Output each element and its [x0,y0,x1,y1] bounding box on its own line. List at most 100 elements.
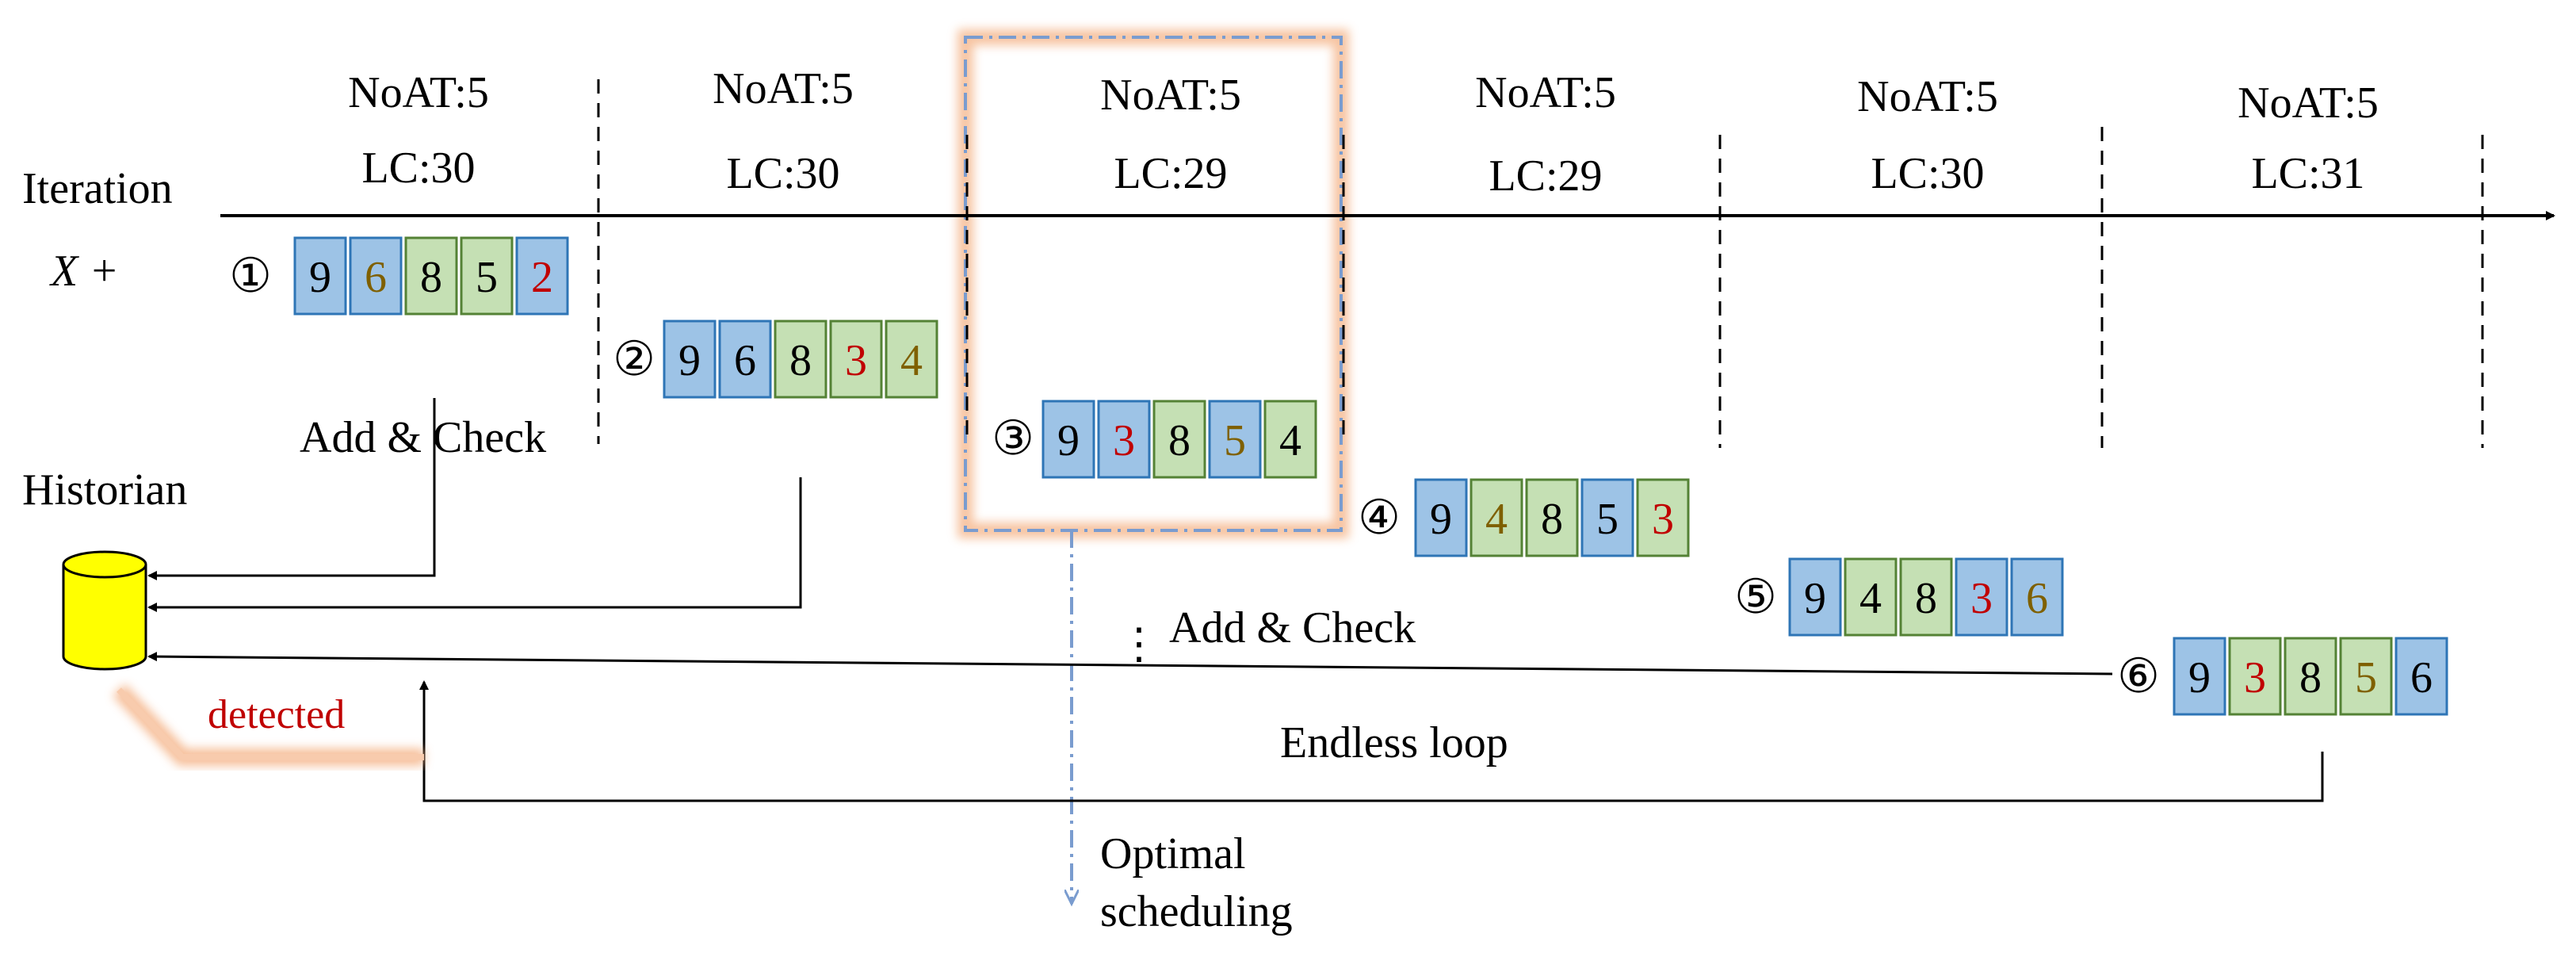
column-noat-label: NoAT:5 [713,64,854,113]
historian-database-icon [62,550,147,671]
schedule-cell [1788,557,1842,637]
column-lc-label: LC:30 [361,144,475,193]
schedule-cell [1636,478,1690,557]
schedule-cell-value: 2 [531,253,553,302]
schedule-cell [404,236,458,316]
arrow-from-schedule-2 [147,477,802,612]
schedule-cell [829,320,883,399]
schedule-cell [515,236,569,316]
schedule-cell-value: 5 [1224,416,1246,465]
optimal-highlight [957,29,1349,538]
column-lc-label: LC:29 [1114,149,1227,198]
iteration-label: Iteration [22,164,173,213]
arrow-from-schedule-6 [147,652,2113,676]
schedule-cell-value: 8 [1915,574,1937,623]
schedule-cell [1414,478,1468,557]
schedule-cell [1844,557,1898,637]
schedule-cell [1208,400,1262,479]
schedule-cell [1525,478,1579,557]
schedule-cell-value: 9 [309,253,331,302]
schedule-cell-value: 5 [2355,653,2377,702]
schedule-cell [2228,637,2282,716]
endless-loop-arrow [419,680,2324,802]
schedule-cell [1470,478,1523,557]
schedule-cell-value: 6 [734,336,756,385]
schedule-cell [1152,400,1206,479]
schedule-cell [349,236,403,316]
schedule-cell-value: 9 [678,336,701,385]
schedule-cell [1955,557,2008,637]
schedule-cell [1097,400,1151,479]
schedule-cell-value: 5 [476,253,498,302]
schedule-cell-value: 8 [789,336,812,385]
column-noat-label: NoAT:5 [1475,68,1616,117]
schedule-cell-value: 6 [365,253,387,302]
schedule-cell-value: 8 [1541,495,1563,544]
optimal-label-line2: scheduling [1100,887,1293,936]
schedule-cell [2173,637,2226,716]
add-check-top-label: Add & Check [300,413,546,462]
schedule-cell [293,236,347,316]
schedule-marker: ⑥ [2117,650,2160,702]
schedule-cell [1041,400,1095,479]
schedule-cell-value: 3 [1970,574,1993,623]
column-noat-label: NoAT:5 [1857,72,1998,121]
ellipsis-icon: ⋮ [1118,620,1160,668]
endless-loop-label: Endless loop [1280,718,1508,767]
schedule-cell [1899,557,1953,637]
schedule-cell-value: 4 [1485,495,1508,544]
schedule-cell [774,320,827,399]
schedule-cell-value: 3 [1652,495,1674,544]
schedule-marker: ③ [992,412,1034,465]
historian-arrows [147,398,2324,802]
schedule-cell [2394,637,2448,716]
schedule-marker: ① [229,250,272,302]
arrow-from-schedule-1 [147,398,436,580]
column-noat-label: NoAT:5 [1100,71,1241,120]
schedule-cell-value: 4 [900,336,923,385]
schedule-marker: ② [613,333,655,385]
detected-highlight [112,683,424,766]
schedule-cell-value: 3 [845,336,867,385]
schedule-cell-value: 6 [2410,653,2433,702]
schedule-cell [1263,400,1317,479]
schedule-cell [885,320,938,399]
schedule-cell [2339,637,2393,716]
schedule-cell [663,320,717,399]
column-headers: NoAT:5LC:30 NoAT:5LC:30 NoAT:5LC:29 NoAT:5L… [348,64,2379,201]
column-lc-label: LC:30 [1871,149,1984,198]
column-lc-label: LC:31 [2251,149,2364,198]
schedule-cell [460,236,514,316]
schedule-cell [718,320,772,399]
column-noat-label: NoAT:5 [348,68,489,117]
historian-label: Historian [22,465,187,515]
schedule-cell-value: 3 [1113,416,1135,465]
schedule-cell-value: 9 [1057,416,1080,465]
schedule-cell [2010,557,2064,637]
detected-label: detected [208,692,345,737]
column-noat-label: NoAT:5 [2238,78,2379,128]
schedule-cell-value: 3 [2244,653,2266,702]
schedule-cell-value: 6 [2026,574,2048,623]
schedule-cell-value: 5 [1596,495,1619,544]
schedule-cell-value: 9 [1430,495,1452,544]
schedule-marker: ⑤ [1734,571,1777,623]
schedule-cell-value: 4 [1859,574,1882,623]
schedule-cell [1580,478,1634,557]
add-check-mid-label: Add & Check [1169,603,1416,653]
schedule-cell-value: 8 [1168,416,1191,465]
schedule-cell-value: 9 [1804,574,1826,623]
schedule-cell-value: 9 [2188,653,2211,702]
iteration-x-plus-label: X + [49,247,119,296]
optimal-label-line1: Optimal [1100,829,1246,878]
schedule-marker: ④ [1358,492,1401,544]
column-lc-label: LC:30 [726,149,839,198]
schedule-cell-value: 8 [420,253,442,302]
